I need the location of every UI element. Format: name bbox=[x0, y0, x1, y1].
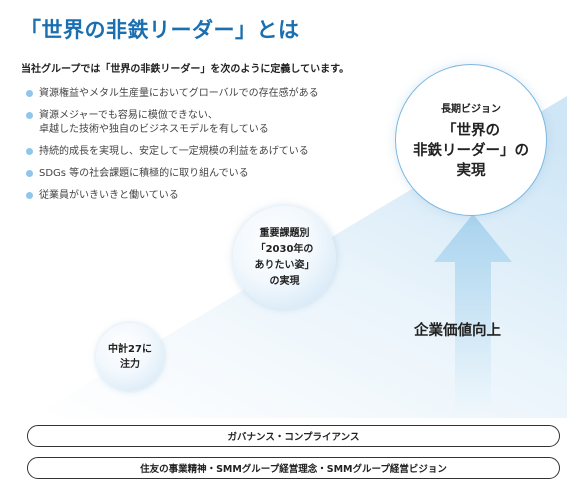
midterm-plan-label: 中計27に 注力 bbox=[108, 344, 152, 370]
definition-item: 持続的成長を実現し、安定して一定規模の利益をあげている bbox=[26, 145, 319, 159]
corporate-value-label: 企業価値向上 bbox=[414, 323, 501, 339]
midterm-plan-circle: 中計27に 注力 bbox=[96, 323, 164, 391]
long-term-vision-circle: 長期ビジョン 「世界の 非鉄リーダー」の 実現 bbox=[395, 64, 547, 216]
definition-list: 資源権益やメタル生産量においてグローバルでの存在感がある 資源メジャーでも容易に… bbox=[26, 87, 319, 211]
foundation-governance: ガバナンス・コンプライアンス bbox=[27, 425, 560, 447]
bullet-dot-icon bbox=[26, 192, 33, 199]
definition-item: 従業員がいきいきと働いている bbox=[26, 189, 319, 203]
bullet-dot-icon bbox=[26, 112, 33, 119]
page-title: 「世界の非鉄リーダー」とは bbox=[20, 18, 300, 42]
foundation-philosophy-label: 住友の事業精神・SMMグループ経営理念・SMMグループ経営ビジョン bbox=[140, 464, 447, 475]
definition-intro: 当社グループでは「世界の非鉄リーダー」を次のように定義しています。 bbox=[21, 64, 350, 75]
foundation-governance-label: ガバナンス・コンプライアンス bbox=[227, 432, 360, 443]
definition-item: 資源権益やメタル生産量においてグローバルでの存在感がある bbox=[26, 87, 319, 101]
bullet-dot-icon bbox=[26, 90, 33, 97]
definition-item: 資源メジャーでも容易に模倣できない、 卓越した技術や独自のビジネスモデルを有して… bbox=[26, 109, 319, 137]
bullet-dot-icon bbox=[26, 170, 33, 177]
long-term-vision-label: 長期ビジョン bbox=[441, 103, 501, 115]
material-issues-circle: 重要課題別 「2030年の ありたい姿」 の実現 bbox=[233, 206, 336, 309]
foundation-philosophy: 住友の事業精神・SMMグループ経営理念・SMMグループ経営ビジョン bbox=[27, 457, 560, 479]
bullet-dot-icon bbox=[26, 148, 33, 155]
material-issues-label: 重要課題別 「2030年の ありたい姿」 の実現 bbox=[254, 227, 315, 287]
definition-item: SDGs 等の社会課題に積極的に取り組んでいる bbox=[26, 167, 319, 181]
upward-arrow bbox=[434, 214, 512, 412]
long-term-vision-title: 「世界の 非鉄リーダー」の 実現 bbox=[413, 122, 529, 179]
